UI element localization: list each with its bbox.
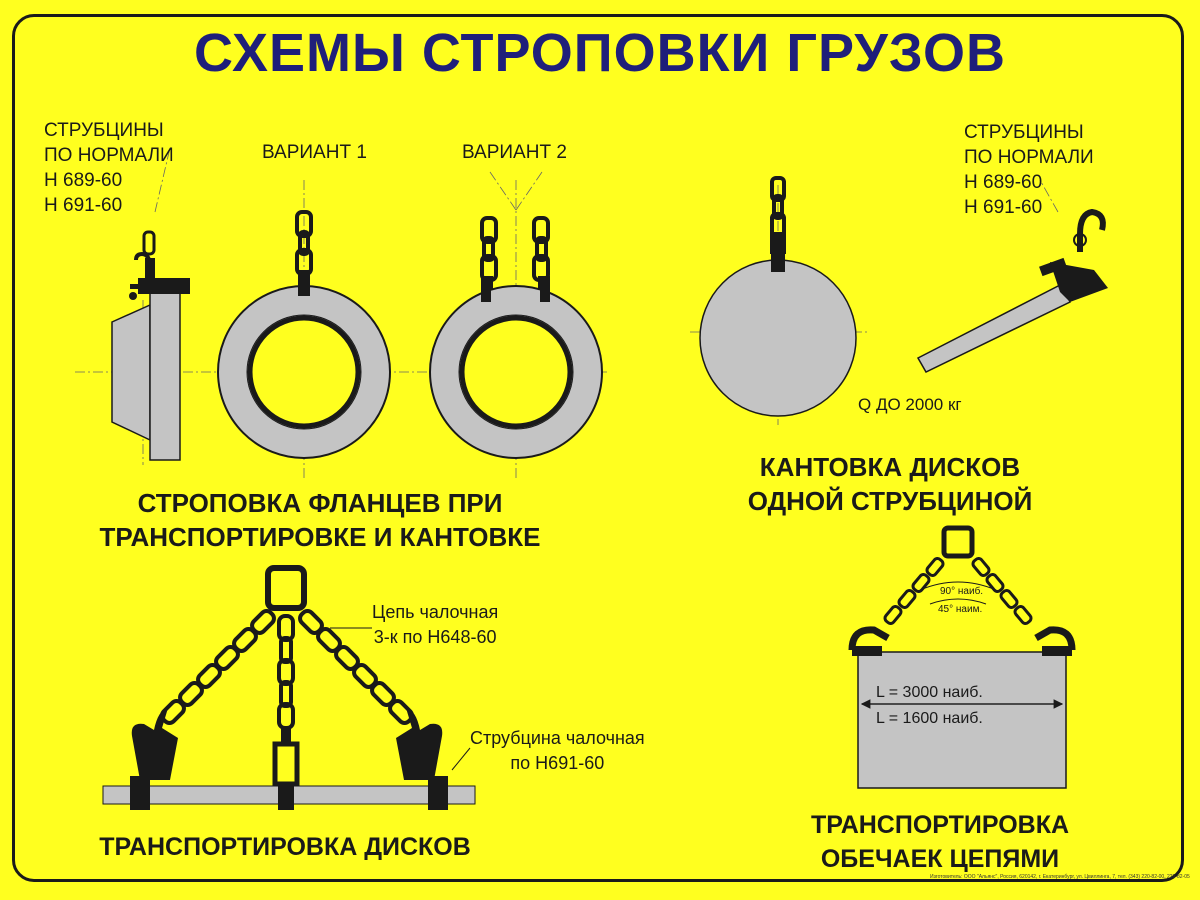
poster-title: СХЕМЫ СТРОПОВКИ ГРУЗОВ (194, 23, 1006, 83)
hook-icon (1034, 626, 1076, 651)
length-max-label: L = 3000 наиб. (876, 684, 983, 701)
angle-min-label: 45° наим. (938, 604, 983, 615)
flange-variant1 (217, 210, 391, 459)
disc-transport (102, 565, 476, 810)
hook-icon (848, 626, 890, 651)
poster-frame (12, 14, 1184, 882)
shell-transport (848, 525, 1076, 789)
caption-discs: ТРАНСПОРТИРОВКА ДИСКОВ (99, 833, 471, 861)
bar-with-clamp (916, 208, 1108, 373)
variant2-label: ВАРИАНТ 2 (462, 142, 567, 163)
chain-left (160, 609, 276, 725)
hook-icon (1077, 208, 1106, 252)
manufacturer-note: Изготовитель: ООО "Альянс", Россия, 6201… (930, 874, 1190, 880)
flange-variant2 (429, 216, 603, 459)
chain-right (298, 609, 414, 725)
disc-turning (699, 176, 857, 417)
caption-shells: ТРАНСПОРТИРОВКА ОБЕЧАЕК ЦЕПЯМИ (810, 811, 1070, 873)
flange-side-view (111, 230, 190, 461)
length-min-label: L = 1600 наиб. (876, 710, 983, 727)
caption-flanges: СТРОПОВКА ФЛАНЦЕВ ПРИ ТРАНСПОРТИРОВКЕ И … (99, 488, 541, 552)
clamp-right (396, 708, 443, 780)
variant1-label: ВАРИАНТ 1 (262, 142, 367, 163)
clamp-left (131, 708, 178, 780)
load-limit: Q ДО 2000 кг (858, 395, 962, 414)
chain-center (277, 614, 295, 730)
clamp-left-label: СТРУБЦИНЫ ПО НОРМАЛИ Н 689-60 Н 691-60 (44, 120, 174, 216)
caption-turning: КАНТОВКА ДИСКОВ ОДНОЙ СТРУБЦИНОЙ (747, 452, 1033, 516)
chain-label: Цепь чалочная 3-к по Н648-60 (372, 602, 499, 647)
clamp-right-label: СТРУБЦИНЫ ПО НОРМАЛИ Н 689-60 Н 691-60 (964, 122, 1094, 218)
clamp-label: Струбцина чалочная по Н691-60 (470, 728, 645, 773)
angle-max-label: 90° наиб. (940, 586, 984, 597)
